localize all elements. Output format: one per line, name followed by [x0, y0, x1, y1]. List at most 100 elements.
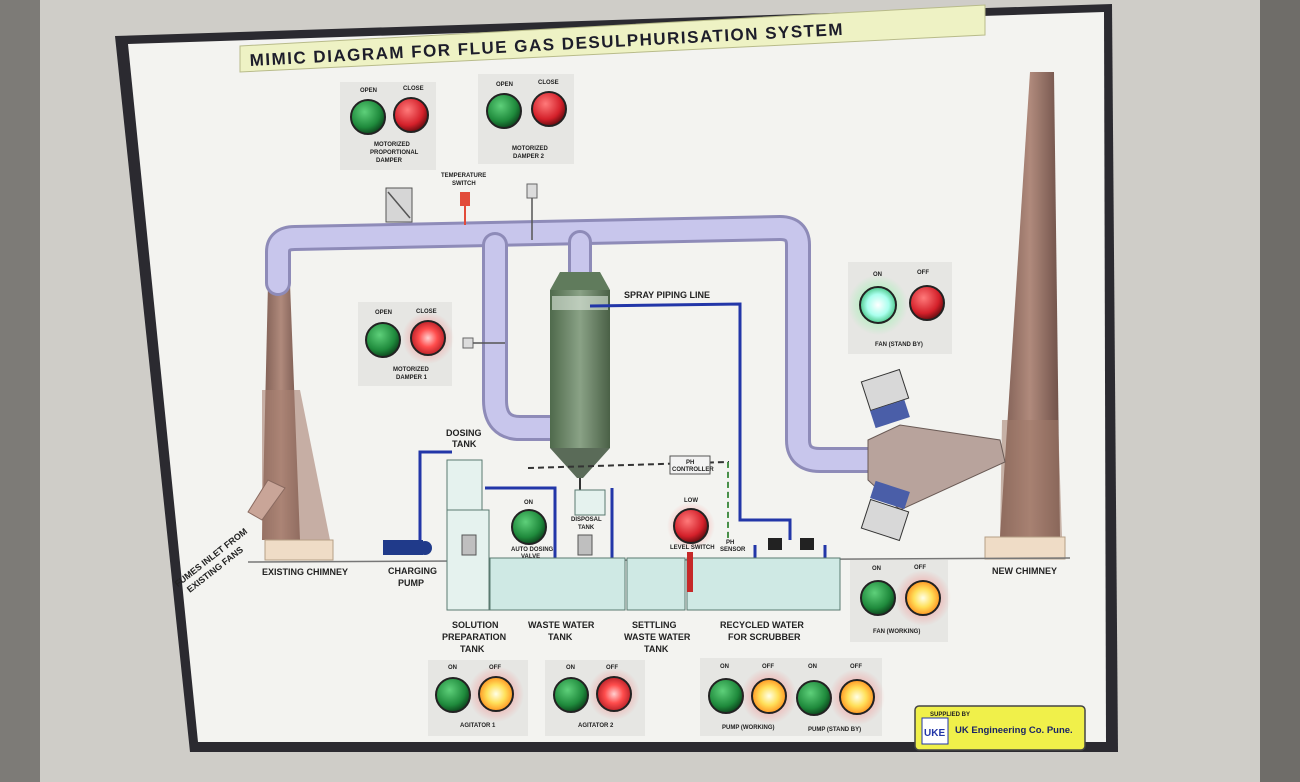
open-label: OPEN [360, 88, 377, 94]
uke-logo-text: UKE [924, 728, 945, 739]
settling-label-2: WASTE WATER [624, 632, 691, 642]
agitator-2-motor [577, 534, 593, 556]
close-lamp-lit[interactable] [410, 320, 446, 356]
charging-pump [383, 540, 432, 555]
off-label: OFF [917, 270, 929, 276]
spray-piping-label: SPRAY PIPING LINE [624, 290, 710, 300]
new-chimney-label: NEW CHIMNEY [992, 566, 1057, 576]
solution-prep-label-3: TANK [460, 644, 485, 654]
dosing-tank [446, 459, 483, 511]
solution-prep-label-2: PREPARATION [442, 632, 506, 642]
on-lamp[interactable] [796, 680, 832, 716]
solution-preparation-tank [446, 509, 490, 611]
open-label: OPEN [496, 82, 513, 88]
tanks [446, 455, 841, 611]
charging-pump-label-1: CHARGING [388, 566, 437, 576]
agitator-1-motor [461, 534, 477, 556]
label-line1: MOTORIZED [512, 146, 549, 152]
dosing-tank-label-1: DOSING [446, 428, 482, 438]
on-label: ON [808, 664, 817, 670]
off-label: OFF [606, 665, 618, 671]
off-lamp[interactable] [909, 285, 945, 321]
ph-sensor-label-1: PH [726, 540, 734, 546]
damper-2-actuator [526, 183, 538, 199]
valve-line1: AUTO DOSING [511, 547, 554, 553]
on-lamp[interactable] [511, 509, 547, 545]
low-label: LOW [684, 498, 698, 504]
temperature-switch-device [460, 192, 470, 206]
agitator-2-label: AGITATOR 2 [578, 723, 614, 729]
lamp-fan-working: ON OFF FAN (WORKING) [850, 560, 951, 642]
off-lamp-lit[interactable] [839, 679, 875, 715]
low-lamp[interactable] [673, 508, 709, 544]
lamp-pump-working: ON OFF PUMP (WORKING) [700, 658, 798, 736]
ph-controller-box [669, 455, 711, 475]
on-lamp[interactable] [553, 677, 589, 713]
existing-chimney-label: EXISTING CHIMNEY [262, 567, 348, 577]
label-line1: MOTORIZED [393, 367, 430, 373]
lamp-pump-stand-by: ON OFF PUMP (STAND BY) [796, 658, 885, 736]
settling-label-3: TANK [644, 644, 669, 654]
existing-chimney [262, 283, 334, 561]
waste-water-tank-label-1: WASTE WATER [528, 620, 595, 630]
label-line2: DAMPER 1 [396, 375, 428, 381]
lamp-motorized-damper-1: OPEN CLOSE MOTORIZED DAMPER 1 [358, 302, 454, 386]
cabinet-left-edge [0, 0, 40, 782]
on-label: ON [566, 665, 575, 671]
lamp-level-switch: LOW LEVEL SWITCH [667, 498, 715, 551]
recycled-label-2: FOR SCRUBBER [728, 632, 801, 642]
label-line3: DAMPER [376, 158, 403, 164]
on-lamp[interactable] [708, 678, 744, 714]
lamp-auto-dosing-valve: ON AUTO DOSING VALVE [511, 500, 554, 560]
temperature-switch-label: TEMPERATURE SWITCH [441, 173, 486, 187]
recycle-pumps [768, 538, 814, 550]
off-lamp-lit[interactable] [478, 676, 514, 712]
fumes-inlet-duct [247, 479, 286, 521]
open-lamp[interactable] [365, 322, 401, 358]
off-lamp-lit[interactable] [905, 580, 941, 616]
on-lamp[interactable] [435, 677, 471, 713]
close-lamp[interactable] [531, 91, 567, 127]
on-label: ON [524, 500, 533, 506]
main-flue-duct [265, 214, 881, 473]
open-lamp[interactable] [350, 99, 386, 135]
close-label: CLOSE [416, 309, 437, 315]
ph-controller-label-2: CONTROLLER [672, 467, 714, 473]
close-label: CLOSE [538, 80, 559, 86]
disposal-tank-label-2: TANK [578, 525, 595, 531]
label-line2: PROPORTIONAL [370, 150, 419, 156]
supplier-badge: SUPPLIED BY UKE UK Engineering Co. Pune. [914, 705, 1086, 751]
solution-prep-label-1: SOLUTION [452, 620, 499, 630]
open-lamp[interactable] [486, 93, 522, 129]
spray-piping-line [418, 302, 827, 605]
on-label: ON [872, 566, 881, 572]
waste-water-tank [489, 557, 626, 611]
open-label: OPEN [375, 310, 392, 316]
off-lamp-lit[interactable] [751, 678, 787, 714]
cabinet-right-edge [1260, 0, 1300, 782]
settling-label-1: SETTLING [632, 620, 677, 630]
label-line2: DAMPER 2 [513, 154, 545, 160]
waste-water-tank-label-2: TANK [548, 632, 573, 642]
off-label: OFF [850, 664, 862, 670]
close-lamp[interactable] [393, 97, 429, 133]
on-lamp-lit[interactable] [859, 286, 897, 324]
damper-1-actuator [462, 337, 474, 349]
pump-working-label: PUMP (WORKING) [722, 725, 775, 731]
dosing-tank-label-2: TANK [452, 439, 477, 449]
disposal-tank-label-1: DISPOSAL [571, 517, 602, 523]
lamp-agitator-1: ON OFF AGITATOR 1 [428, 660, 528, 736]
new-chimney [984, 72, 1066, 560]
on-label: ON [873, 272, 882, 278]
uke-logo [921, 717, 949, 745]
level-switch-label: LEVEL SWITCH [670, 545, 715, 551]
fan-working-label: FAN (WORKING) [873, 629, 920, 635]
lamp-motorized-proportional-damper: OPEN CLOSE MOTORIZED PROPORTIONAL DAMPER [340, 82, 436, 170]
on-lamp[interactable] [860, 580, 896, 616]
supplier-company: UK Engineering Co. Pune. [955, 725, 1073, 736]
off-lamp-lit[interactable] [596, 676, 632, 712]
level-switch-device [687, 552, 693, 592]
lamp-fan-stand-by: ON OFF FAN (STAND BY) [848, 262, 952, 354]
settling-tank [626, 557, 686, 611]
